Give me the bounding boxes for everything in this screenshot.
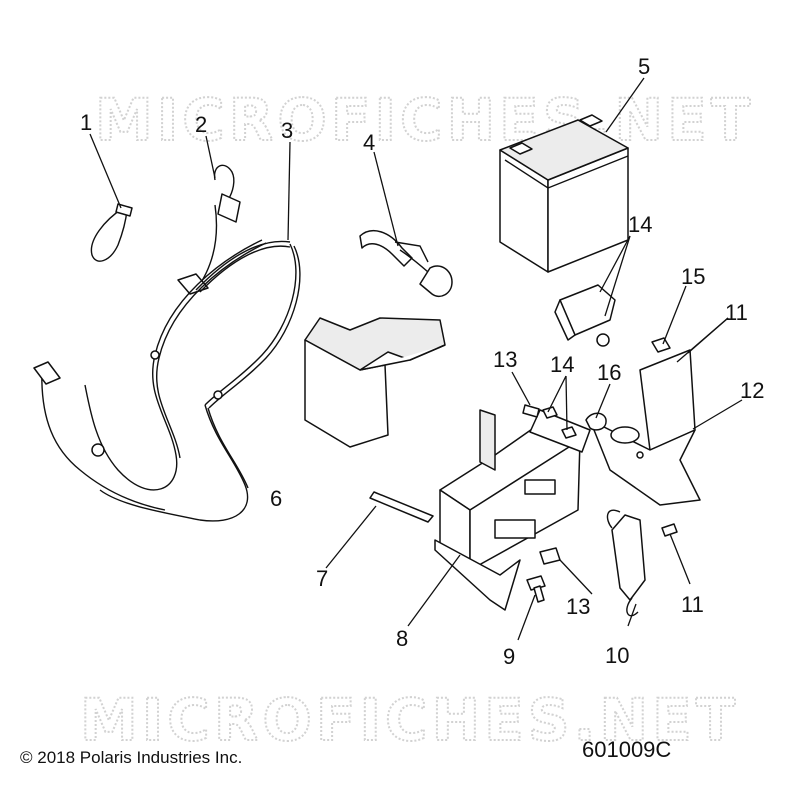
callout-7: 7 bbox=[316, 566, 328, 591]
callout-8: 8 bbox=[396, 626, 408, 651]
leader-lines bbox=[89, 77, 743, 641]
callout-14-lower: 14 bbox=[550, 352, 574, 377]
callout-2: 2 bbox=[195, 112, 207, 137]
part-15-plug bbox=[651, 337, 671, 353]
watermark-top: MICROFICHES.NET bbox=[95, 86, 754, 154]
part-9-bolt bbox=[526, 575, 546, 603]
diagram-code: 601009C bbox=[582, 737, 672, 762]
callout-11-lower: 11 bbox=[681, 592, 704, 617]
callout-15: 15 bbox=[681, 264, 705, 289]
part-4-terminal-boot bbox=[359, 229, 453, 298]
callout-13-lower: 13 bbox=[566, 594, 590, 619]
copyright-notice: © 2018 Polaris Industries Inc. bbox=[20, 748, 243, 767]
part-2-terminal-lead bbox=[213, 164, 241, 223]
part-7-foam-strip bbox=[369, 491, 434, 523]
part-16-clip bbox=[585, 412, 607, 431]
callout-9: 9 bbox=[503, 644, 515, 669]
part-5-battery bbox=[499, 114, 629, 273]
callout-16: 16 bbox=[597, 360, 621, 385]
callout-4: 4 bbox=[363, 130, 375, 155]
callout-5: 5 bbox=[638, 54, 650, 79]
callout-6: 6 bbox=[270, 486, 282, 511]
part-10-hold-down-strap bbox=[606, 509, 646, 617]
part-8-battery-tray bbox=[434, 409, 591, 611]
callout-14-upper: 14 bbox=[628, 212, 652, 237]
part-3-battery-harness bbox=[33, 204, 301, 522]
callout-11-upper: 11 bbox=[725, 300, 748, 325]
part-6-battery-cover bbox=[304, 317, 446, 448]
part-12-mounting-bracket bbox=[589, 349, 701, 506]
callout-10: 10 bbox=[605, 643, 629, 668]
callout-3: 3 bbox=[281, 118, 293, 143]
watermark-bottom: MICROFICHES.NET bbox=[80, 686, 739, 754]
part-1-cable-tie bbox=[90, 203, 133, 262]
part-14-solenoid bbox=[542, 284, 616, 439]
callout-13-upper: 13 bbox=[493, 347, 517, 372]
callout-1: 1 bbox=[80, 110, 92, 135]
callout-12: 12 bbox=[740, 378, 764, 403]
